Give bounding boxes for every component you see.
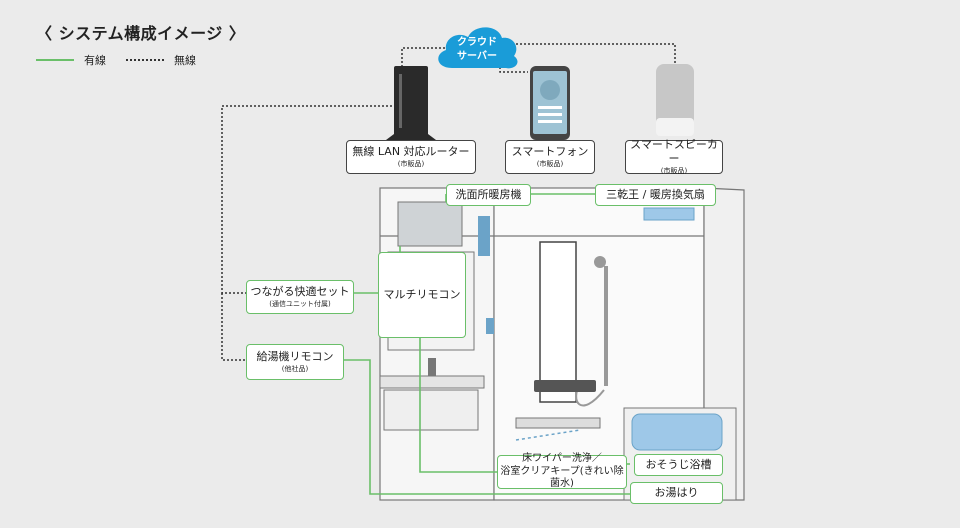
legend-wired-line <box>36 59 74 61</box>
remote-panel <box>486 318 494 334</box>
dryer-label: 三乾王 / 暖房換気扇 <box>595 184 716 206</box>
remote-floor-link <box>419 334 497 473</box>
smartphone-name: スマートフォン <box>511 145 589 159</box>
smartphone-note: (市販品) <box>536 160 564 168</box>
bath-shelf <box>515 417 601 429</box>
washroom-side-unit <box>478 216 490 256</box>
kit-note: (通信ユニット付属) <box>269 300 331 308</box>
kit-name: つながる快適セット <box>250 285 350 299</box>
waterheater-link <box>344 359 630 495</box>
kit-label: つながる快適セット (通信ユニット付属) <box>246 280 354 314</box>
router-icon <box>386 66 436 140</box>
legend-wireless-label: 無線 <box>174 54 196 67</box>
floor-clean-label: 床ワイパー洗浄／ 浴室クリアキープ(きれい除菌水) <box>497 453 627 490</box>
cloud-label: クラウド サーバー <box>440 36 514 63</box>
router-waterheater-link <box>221 293 246 361</box>
legend-wireless-line <box>126 59 164 61</box>
speaker-icon <box>656 64 694 136</box>
ceiling-dryer <box>643 207 695 221</box>
router-note: (市販品) <box>397 160 425 168</box>
faucet <box>428 358 436 376</box>
legend-wired-label: 有線 <box>84 54 106 67</box>
auto-fill-label: お湯はり <box>630 482 723 504</box>
floor-spray <box>515 429 581 441</box>
cloud-icon <box>438 27 518 69</box>
multi-remote-label: マルチリモコン <box>378 252 466 338</box>
floor-clean-line1: 床ワイパー洗浄／ <box>522 453 602 465</box>
shower-head <box>594 256 606 268</box>
cloud-label-line1: クラウド <box>457 37 497 48</box>
bath-controls <box>534 380 596 392</box>
floor-clean-line2: 浴室クリアキープ(きれい除菌水) <box>500 465 624 490</box>
vanity-counter <box>379 375 485 389</box>
speaker-name: スマートスピーカー <box>630 138 718 166</box>
water-heater-note: (他社品) <box>281 365 309 373</box>
cloud-label-line2: サーバー <box>457 50 497 62</box>
bathtub-water <box>631 413 723 451</box>
vanity-cabinet <box>383 389 479 431</box>
shower-panel <box>539 241 577 403</box>
page-title: 〈 システム構成イメージ 〉 <box>36 24 246 43</box>
speaker-note: (市販品) <box>660 166 688 175</box>
speaker-label: スマートスピーカー (市販品) <box>625 138 723 175</box>
shower-bar <box>604 266 608 386</box>
router-name: 無線 LAN 対応ルーター <box>352 145 470 159</box>
heater-label: 洗面所暖房機 <box>446 184 531 206</box>
smartphone-label: スマートフォン (市販品) <box>505 140 595 174</box>
smartphone-icon <box>530 66 570 140</box>
water-heater-label: 給湯機リモコン (他社品) <box>246 344 344 380</box>
router-kit-link <box>221 105 392 294</box>
bath-clean-label: おそうじ浴槽 <box>634 454 723 476</box>
water-heater-name: 給湯機リモコン <box>256 350 334 364</box>
cloud-speaker-link <box>512 43 676 64</box>
cloud-phone-link <box>499 63 528 73</box>
washroom-heater-unit <box>397 201 463 247</box>
router-label: 無線 LAN 対応ルーター (市販品) <box>346 140 476 174</box>
wireless-connections <box>221 43 676 361</box>
legend: 有線 無線 <box>36 52 196 68</box>
